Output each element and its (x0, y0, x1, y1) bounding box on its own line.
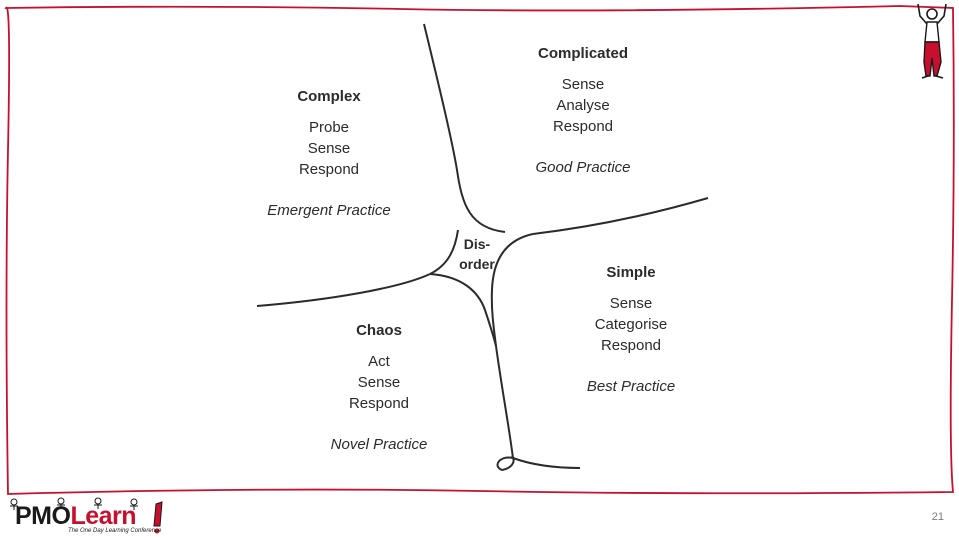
pmolearn-logo: PMOLearn The One Day Learning Conference (6, 496, 176, 538)
step-text: Categorise (594, 316, 668, 333)
step-text: Sense (609, 295, 653, 312)
cliff-curl (496, 456, 581, 472)
step-text: Respond (600, 337, 662, 354)
step-text: Act (368, 353, 390, 370)
boundary-bottom-line (495, 345, 514, 459)
quadrant-title: Simple (606, 264, 656, 281)
step-text: Analyse (556, 97, 610, 114)
disorder-label: Dis- order (452, 234, 502, 274)
boundary-left-line (256, 229, 459, 307)
practice-text: Best Practice (586, 378, 676, 395)
page-number: 21 (931, 511, 944, 523)
practice-text: Emergent Practice (267, 202, 391, 219)
step-text: Respond (552, 118, 614, 135)
logo-learn-text: Learn (70, 502, 137, 530)
logo-pmo-text: PMO (15, 502, 71, 530)
disorder-line-2: order (459, 256, 495, 272)
practice-text: Good Practice (535, 159, 631, 176)
step-text: Sense (561, 76, 605, 93)
quadrant-title: Complicated (537, 45, 628, 62)
practice-text: Novel Practice (330, 436, 428, 453)
step-text: Sense (357, 374, 401, 391)
logo-wordmark: PMOLearn (15, 502, 137, 531)
disorder-line-1: Dis- (463, 236, 491, 252)
disorder-right-curve (490, 233, 534, 347)
step-text: Respond (298, 161, 360, 178)
mascot-figure-icon (917, 3, 947, 79)
quadrant-complicated: Complicated Sense Analyse Respond Good P… (503, 43, 663, 178)
boundary-right-line (532, 197, 709, 235)
disorder-left-curve (429, 273, 497, 347)
step-text: Respond (348, 395, 410, 412)
quadrant-simple: Simple Sense Categorise Respond Best Pra… (551, 262, 711, 397)
quadrant-title: Chaos (356, 322, 402, 339)
logo-figures-icon (10, 497, 163, 534)
quadrant-complex: Complex Probe Sense Respond Emergent Pra… (248, 86, 410, 221)
logo-tagline: The One Day Learning Conference (68, 528, 162, 534)
boundary-top-line (423, 23, 506, 233)
step-text: Probe (308, 119, 350, 136)
quadrant-chaos: Chaos Act Sense Respond Novel Practice (298, 320, 460, 455)
step-text: Sense (307, 140, 351, 157)
quadrant-title: Complex (297, 88, 361, 105)
